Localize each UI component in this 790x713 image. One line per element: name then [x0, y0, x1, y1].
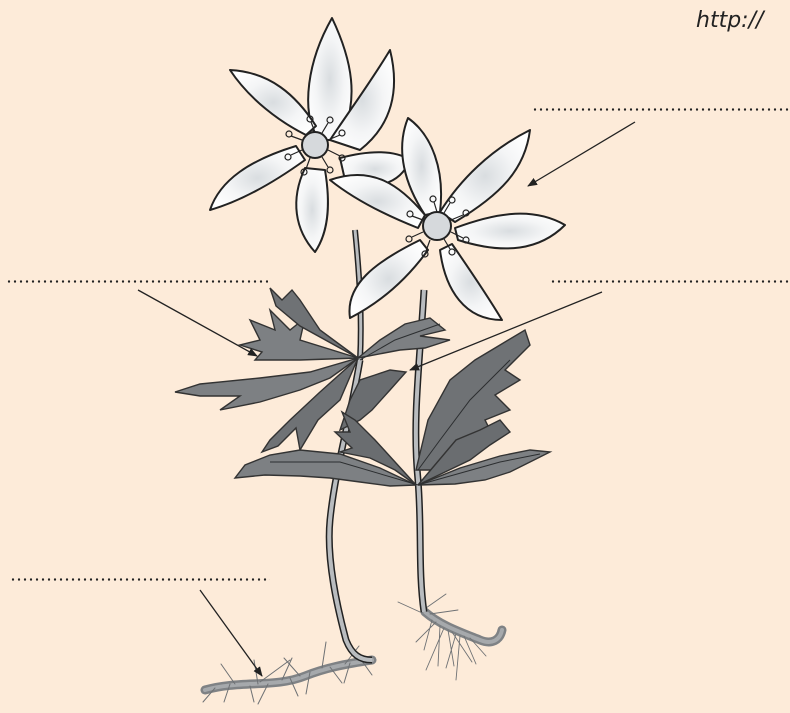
anemone-flower-icon — [330, 118, 565, 320]
flower-label-blank[interactable] — [532, 108, 790, 111]
flower-arrow — [528, 122, 635, 186]
anemone-flower-icon — [210, 18, 410, 252]
root-label-blank[interactable] — [10, 578, 270, 581]
leaf-arrow — [138, 290, 257, 356]
root-arrow — [200, 590, 262, 676]
url-text: http:// — [696, 8, 763, 33]
leaf-label-blank[interactable] — [6, 280, 268, 283]
stem-label-blank[interactable] — [550, 280, 790, 283]
